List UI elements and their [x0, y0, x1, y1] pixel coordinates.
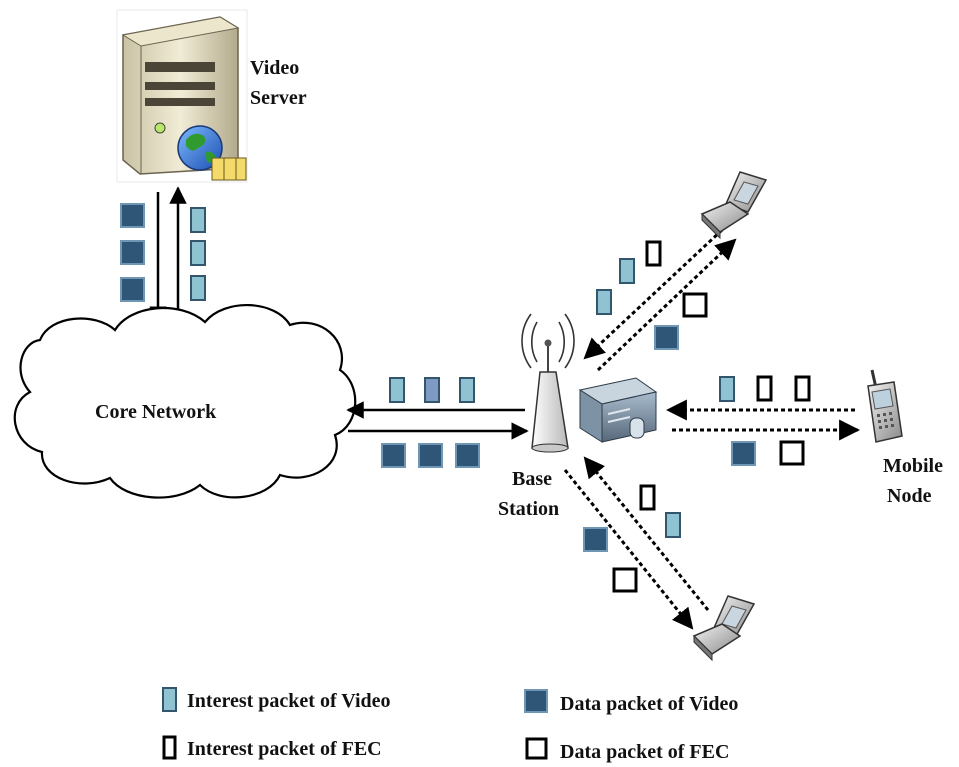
- interest-packet-fec: [756, 375, 773, 402]
- base-station-label-line1: Base: [512, 468, 552, 490]
- mobile-phone-icon: [867, 369, 903, 443]
- video-server-label-line2: Server: [250, 87, 307, 109]
- antenna-icon: [521, 313, 575, 453]
- interest-packet-fec: [639, 484, 656, 511]
- legend-data-video-swatch: [524, 689, 548, 713]
- base-station-label-line2: Station: [498, 498, 559, 520]
- interest-packet-video: [190, 240, 206, 266]
- legend-interest-video-swatch: [162, 687, 177, 712]
- interest-packet-video: [596, 289, 612, 315]
- legend: Interest packet of Video Data packet of …: [162, 687, 738, 763]
- interest-packet-video: [190, 275, 206, 301]
- video-server-label-line1: Video: [250, 57, 299, 79]
- flip-phone-icon: [692, 595, 756, 662]
- mobile-link-packets: [719, 375, 811, 466]
- dotted-link-upper-phone-out: [596, 238, 737, 372]
- legend-data-video-label: Data packet of Video: [560, 693, 738, 715]
- legend-interest-fec-label: Interest packet of FEC: [187, 738, 382, 760]
- data-packet-video: [654, 325, 679, 350]
- flip-phone-icon: [700, 171, 768, 240]
- wireless-links: [563, 228, 861, 630]
- data-packet-video: [583, 527, 608, 552]
- lower-link-packets: [583, 484, 681, 593]
- core-network-label: Core Network: [95, 401, 217, 423]
- legend-interest-video-label: Interest packet of Video: [187, 690, 391, 712]
- legend-interest-fec-swatch: [162, 735, 177, 760]
- data-packet-video: [455, 443, 480, 468]
- cloud-icon: [13, 304, 357, 499]
- video-server-icon: [116, 9, 248, 183]
- data-packet-video: [381, 443, 406, 468]
- data-packet-video: [731, 441, 756, 466]
- interest-packet-video: [719, 376, 735, 402]
- upper-link-packets: [596, 240, 708, 350]
- interest-packet-video: [459, 377, 475, 403]
- data-packet-video: [418, 443, 443, 468]
- data-packet-video: [120, 277, 145, 302]
- data-packet-video: [120, 240, 145, 265]
- data-packet-fec: [682, 292, 708, 318]
- interest-packet-video: [665, 512, 681, 538]
- dotted-link-lower-phone-out: [563, 469, 694, 630]
- legend-data-fec-swatch: [525, 737, 548, 760]
- legend-data-fec-label: Data packet of FEC: [560, 741, 729, 763]
- interest-packet-video: [619, 258, 635, 284]
- interest-packet-fec: [794, 375, 811, 402]
- data-packet-fec: [779, 440, 805, 466]
- server-link-packets: [120, 203, 206, 302]
- interest-packet-fec: [645, 240, 662, 267]
- interest-packet-video: [389, 377, 405, 403]
- dotted-link-upper-phone-in: [583, 228, 724, 360]
- data-packet-fec: [612, 567, 638, 593]
- dotted-link-lower-phone-in: [583, 456, 710, 611]
- data-packet-video: [120, 203, 145, 228]
- core-link-packets: [381, 377, 480, 468]
- mobile-node-label-line1: Mobile: [883, 455, 943, 477]
- mobile-node-label-line2: Node: [887, 485, 932, 507]
- router-icon: [578, 377, 658, 443]
- interest-packet-video: [190, 207, 206, 233]
- interest-packet-video: [424, 377, 440, 403]
